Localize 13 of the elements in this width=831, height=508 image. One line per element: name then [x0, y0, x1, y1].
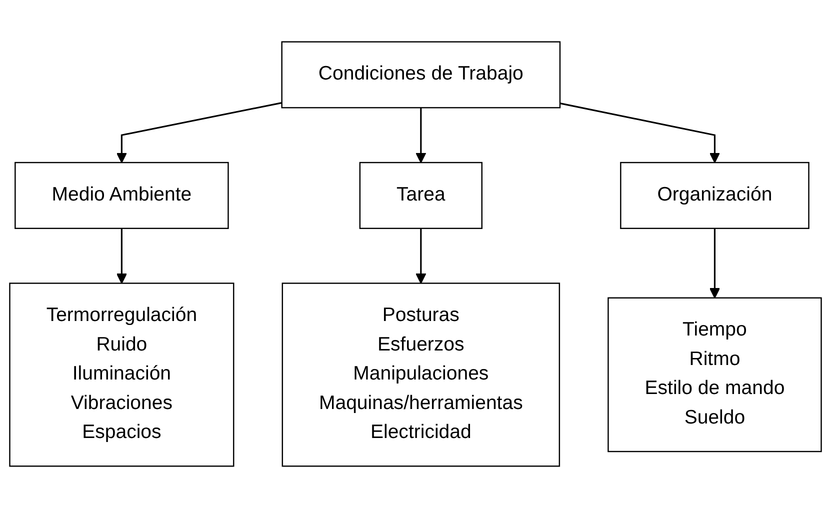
arrow	[709, 228, 720, 298]
arrow	[116, 228, 128, 284]
node-box: Medio Ambiente	[14, 162, 229, 229]
node-box: Tiempo Ritmo Estilo de mando Sueldo	[608, 297, 822, 452]
node-box: Tarea	[359, 162, 482, 229]
node-box: Posturas Esfuerzos Manipulaciones Maquinas/herramientas Electricidad	[282, 282, 560, 467]
arrow	[116, 102, 282, 164]
arrow	[560, 102, 720, 164]
arrow	[416, 108, 426, 164]
node-box: Termorregulación Ruido Iluminación Vibraciones Espacios	[9, 282, 234, 467]
arrow	[416, 228, 426, 284]
node-box: Condiciones de Trabajo	[281, 41, 561, 108]
node-box: Organización	[620, 162, 810, 229]
